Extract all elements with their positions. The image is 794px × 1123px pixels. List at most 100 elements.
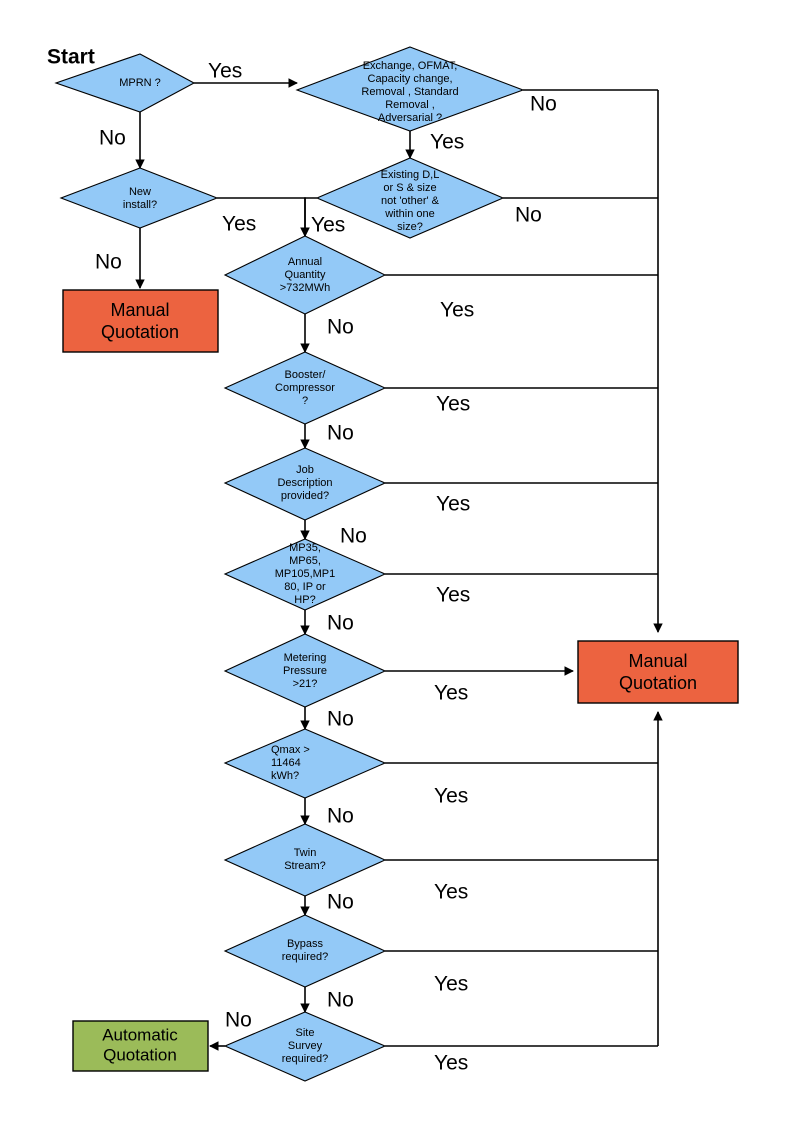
edge-label-qmax-yes: Yes bbox=[434, 785, 468, 808]
node-metering-pressure[interactable]: Metering Pressure >21? bbox=[223, 633, 387, 708]
node-mprn[interactable]: MPRN ? bbox=[54, 53, 196, 113]
metering-pressure-label-3: >21? bbox=[293, 678, 318, 690]
existing-dls-label-2: or S & size bbox=[383, 182, 436, 194]
annual-quantity-label-3: >732MWh bbox=[280, 282, 330, 294]
node-qmax[interactable]: Qmax > 11464 kWh? bbox=[223, 728, 387, 799]
edge-label-existing-yes: Yes bbox=[311, 214, 345, 237]
manual-quotation-right-box[interactable] bbox=[577, 640, 739, 704]
edge-label-job-yes: Yes bbox=[436, 493, 470, 516]
qmax-label-3: kWh? bbox=[271, 770, 299, 782]
node-job-description[interactable]: Job Description provided? bbox=[223, 447, 387, 521]
node-manual-quotation-left[interactable]: Manual Quotation bbox=[62, 289, 219, 353]
edge-label-site-yes: Yes bbox=[434, 1052, 468, 1075]
mp-range-diamond[interactable] bbox=[223, 538, 387, 611]
booster-label-1: Booster/ bbox=[285, 369, 327, 381]
node-manual-quotation-right[interactable]: Manual Quotation bbox=[577, 640, 739, 704]
exchange-label-3: Removal , Standard bbox=[361, 86, 458, 98]
edge-label-bypass-no: No bbox=[327, 989, 354, 1012]
manual-quotation-left-box[interactable] bbox=[62, 289, 219, 353]
mprn-diamond[interactable] bbox=[54, 53, 196, 113]
edge-label-metering-no: No bbox=[327, 708, 354, 731]
metering-pressure-label-2: Pressure bbox=[283, 665, 327, 677]
edge-label-booster-yes: Yes bbox=[436, 393, 470, 416]
job-description-diamond[interactable] bbox=[223, 447, 387, 521]
node-exchange[interactable]: Exchange, OFMAT, Capacity change, Remova… bbox=[295, 46, 525, 132]
qmax-diamond[interactable] bbox=[223, 728, 387, 799]
site-survey-label-2: Survey bbox=[288, 1040, 323, 1052]
start-label: Start bbox=[47, 46, 95, 69]
site-survey-label-1: Site bbox=[296, 1027, 315, 1039]
edge-label-existing-no: No bbox=[515, 204, 542, 227]
edge-label-exchange-yes: Yes bbox=[430, 131, 464, 154]
edge-label-annual-yes: Yes bbox=[440, 299, 474, 322]
node-booster[interactable]: Booster/ Compressor ? bbox=[223, 351, 387, 425]
edge-label-new-install-no: No bbox=[95, 251, 122, 274]
edge-label-mprn-no: No bbox=[99, 127, 126, 150]
node-annual-quantity[interactable]: Annual Quantity >732MWh bbox=[223, 235, 387, 315]
edge-label-mprn-yes: Yes bbox=[208, 60, 242, 83]
manual-quotation-left-label-1: Manual bbox=[110, 300, 169, 320]
node-new-install[interactable]: New install? bbox=[59, 167, 219, 229]
node-twin-stream[interactable]: Twin Stream? bbox=[223, 823, 387, 897]
exchange-label-4: Removal , bbox=[385, 99, 435, 111]
booster-label-3: ? bbox=[302, 395, 308, 407]
new-install-label-2: install? bbox=[123, 199, 157, 211]
edge-label-twin-yes: Yes bbox=[434, 881, 468, 904]
booster-diamond[interactable] bbox=[223, 351, 387, 425]
edge-label-twin-no: No bbox=[327, 891, 354, 914]
new-install-diamond[interactable] bbox=[59, 167, 219, 229]
node-bypass[interactable]: Bypass required? bbox=[223, 914, 387, 988]
annual-quantity-label-1: Annual bbox=[288, 256, 322, 268]
exchange-label-2: Capacity change, bbox=[368, 73, 453, 85]
edge-label-job-no: No bbox=[340, 525, 367, 548]
edge-label-layer: Yes No No Yes Yes No Yes No Yes No Yes N… bbox=[95, 60, 557, 1075]
node-mp-range[interactable]: MP35, MP65, MP105,MP1 80, IP or HP? bbox=[223, 538, 387, 611]
annual-quantity-diamond[interactable] bbox=[223, 235, 387, 315]
edge-label-metering-yes: Yes bbox=[434, 682, 468, 705]
edge-label-annual-no: No bbox=[327, 316, 354, 339]
job-description-label-1: Job bbox=[296, 464, 314, 476]
manual-quotation-right-label-2: Quotation bbox=[619, 673, 697, 693]
node-site-survey[interactable]: Site Survey required? bbox=[223, 1011, 387, 1082]
site-survey-label-3: required? bbox=[282, 1053, 328, 1065]
exchange-diamond[interactable] bbox=[295, 46, 525, 132]
edge-label-new-install-yes: Yes bbox=[222, 213, 256, 236]
node-automatic-quotation[interactable]: Automatic Quotation bbox=[72, 1020, 209, 1072]
twin-stream-diamond[interactable] bbox=[223, 823, 387, 897]
existing-dls-label-4: within one bbox=[384, 208, 435, 220]
mp-range-label-5: HP? bbox=[294, 594, 315, 606]
booster-label-2: Compressor bbox=[275, 382, 335, 394]
mp-range-label-3: MP105,MP1 bbox=[275, 568, 336, 580]
exchange-label-5: Adversarial ? bbox=[378, 112, 442, 124]
automatic-quotation-label-1: Automatic bbox=[102, 1025, 178, 1044]
metering-pressure-diamond[interactable] bbox=[223, 633, 387, 708]
bypass-label-1: Bypass bbox=[287, 938, 324, 950]
bypass-label-2: required? bbox=[282, 951, 328, 963]
bypass-diamond[interactable] bbox=[223, 914, 387, 988]
new-install-label-1: New bbox=[129, 186, 151, 198]
edge-existing-yes bbox=[300, 197, 317, 237]
mp-range-label-1: MP35, bbox=[289, 542, 321, 554]
mp-range-label-2: MP65, bbox=[289, 555, 321, 567]
mprn-label: MPRN ? bbox=[119, 77, 161, 89]
automatic-quotation-box[interactable] bbox=[72, 1020, 209, 1072]
job-description-label-2: Description bbox=[277, 477, 332, 489]
annual-quantity-label-2: Quantity bbox=[285, 269, 326, 281]
connector-layer bbox=[135, 78, 663, 1051]
job-description-label-3: provided? bbox=[281, 490, 329, 502]
node-existing-dls[interactable]: Existing D,L or S & size not 'other' & w… bbox=[315, 157, 505, 239]
manual-quotation-right-label-1: Manual bbox=[628, 651, 687, 671]
exchange-label-1: Exchange, OFMAT, bbox=[363, 60, 458, 72]
site-survey-diamond[interactable] bbox=[223, 1011, 387, 1082]
edge-label-qmax-no: No bbox=[327, 805, 354, 828]
edge-label-site-no: No bbox=[225, 1009, 252, 1032]
existing-dls-label-1: Existing D,L bbox=[381, 169, 440, 181]
existing-dls-label-5: size? bbox=[397, 221, 423, 233]
edge-label-booster-no: No bbox=[327, 422, 354, 445]
qmax-label-1: Qmax > bbox=[271, 744, 310, 756]
existing-dls-diamond[interactable] bbox=[315, 157, 505, 239]
automatic-quotation-label-2: Quotation bbox=[103, 1045, 177, 1064]
edge-label-bypass-yes: Yes bbox=[434, 973, 468, 996]
